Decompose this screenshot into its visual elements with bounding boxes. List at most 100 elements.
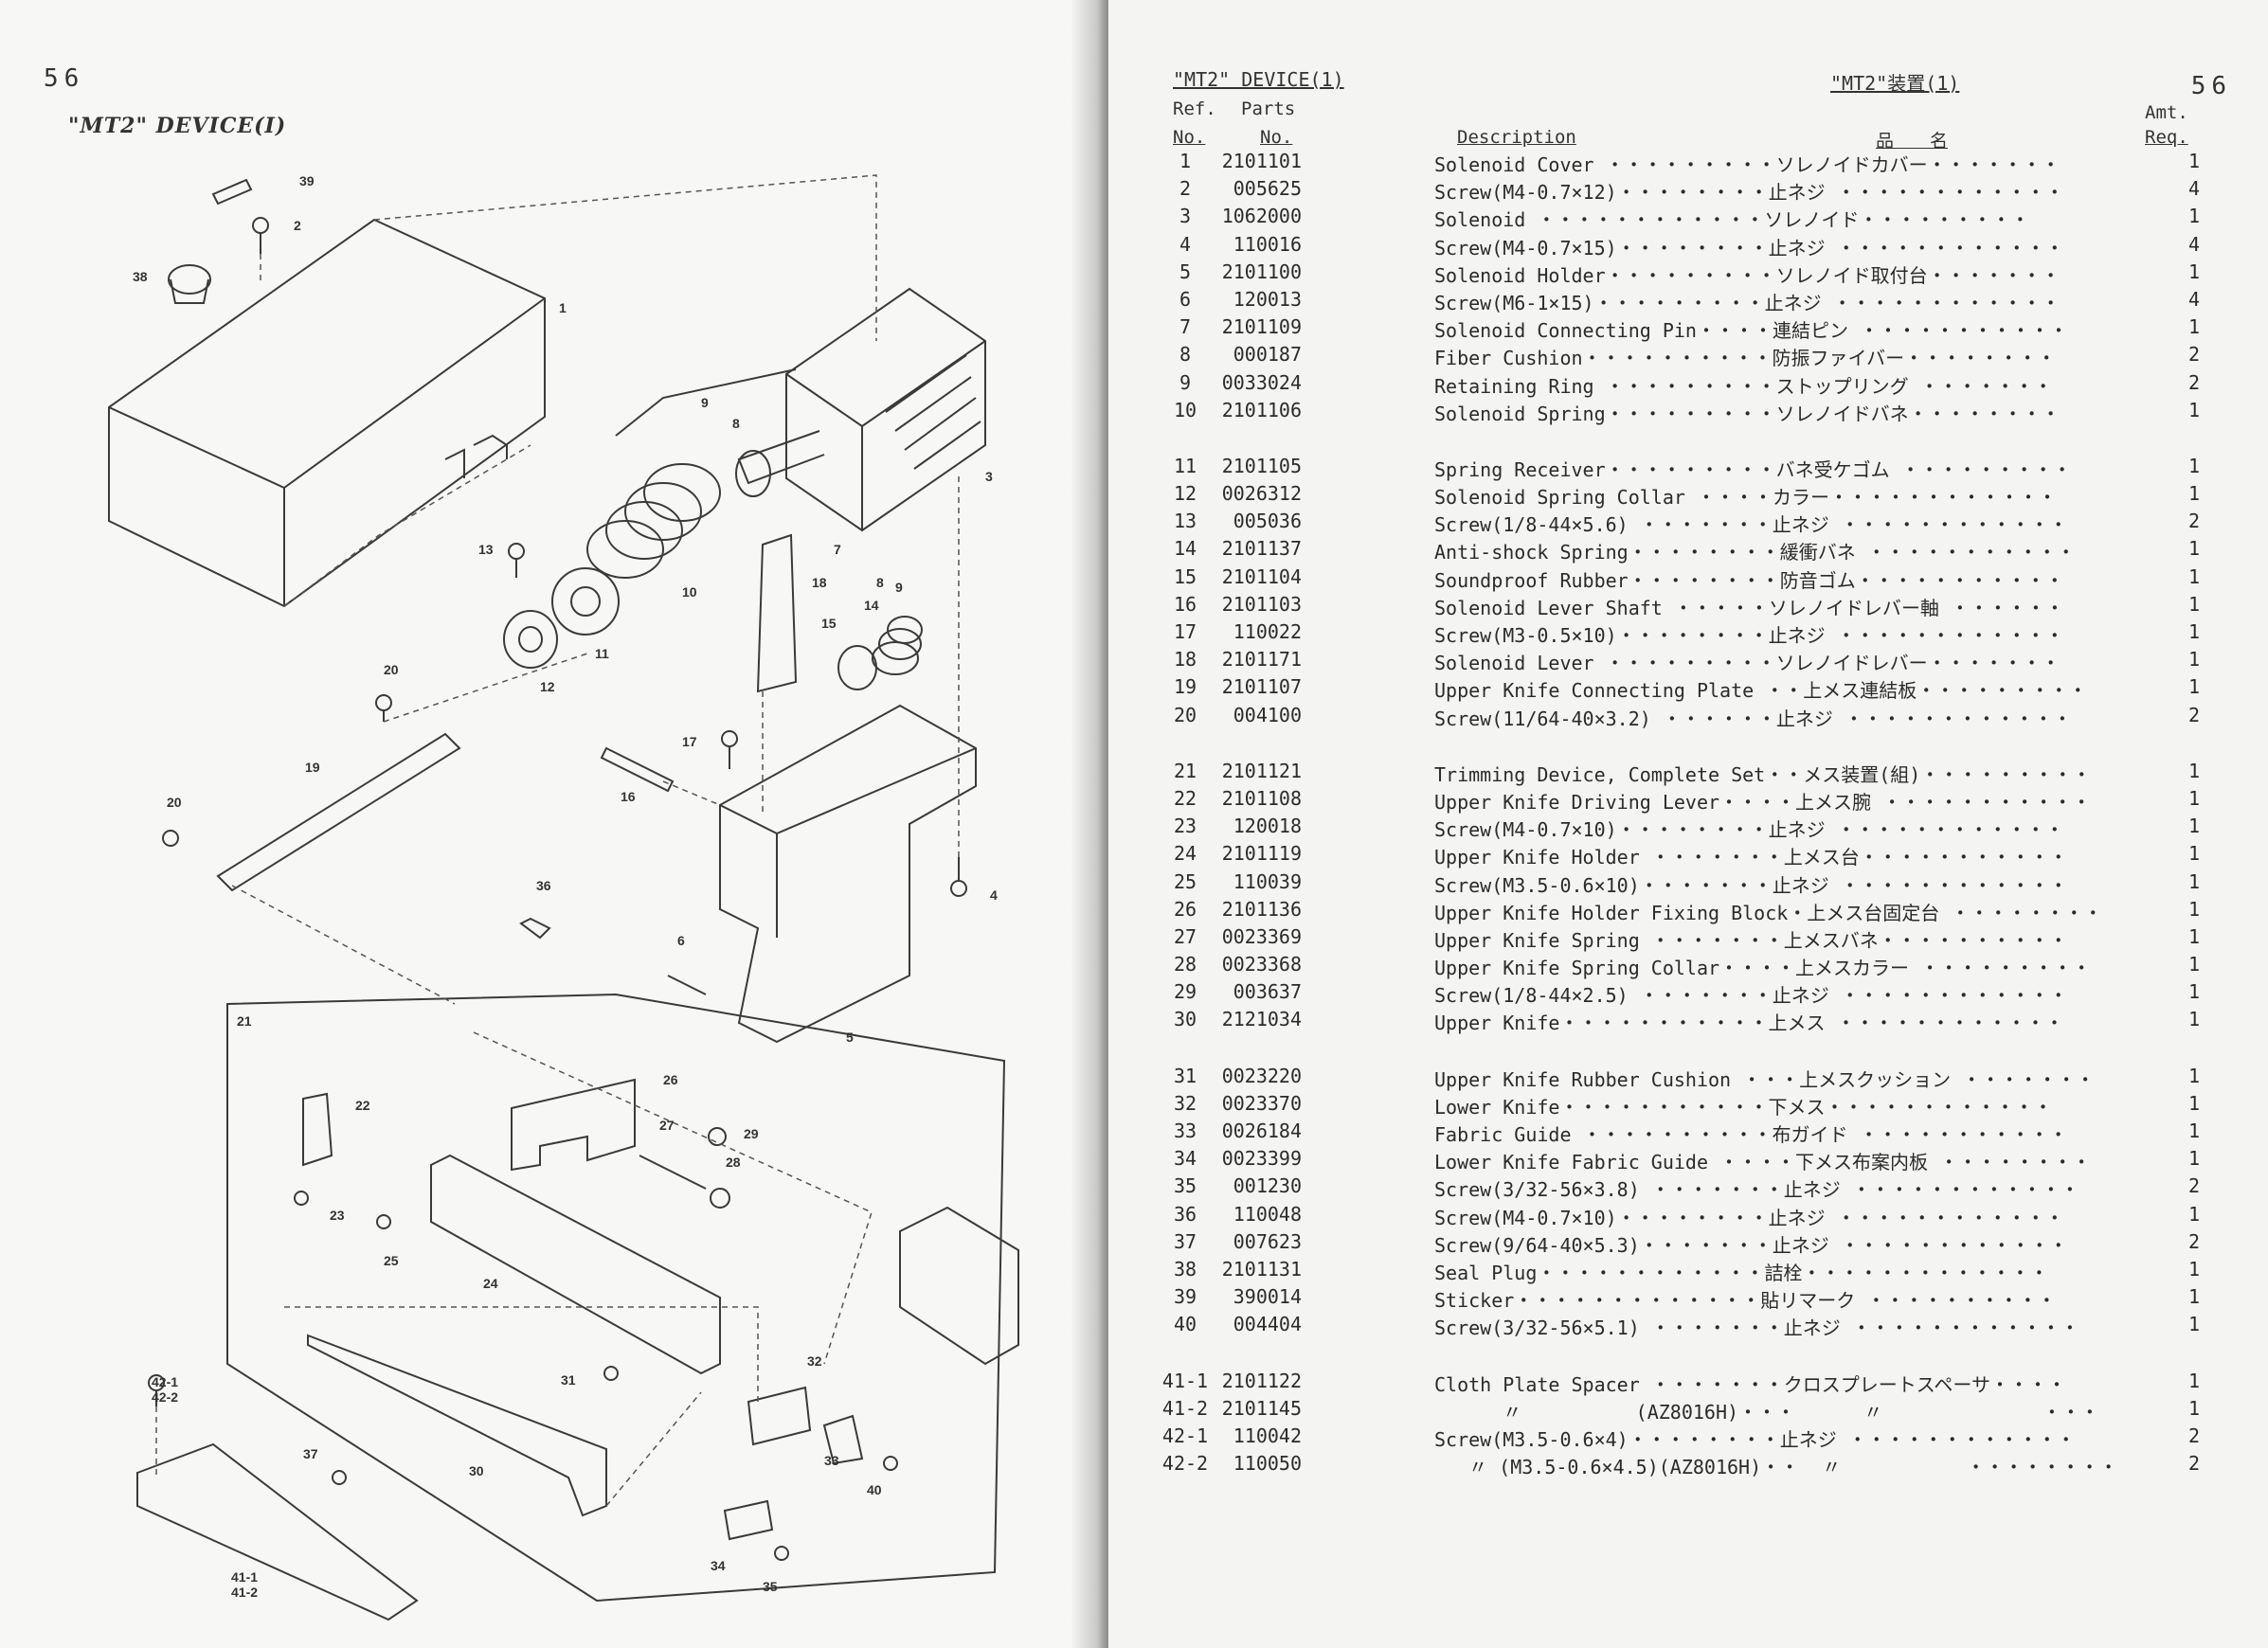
description: Screw(M4-0.7×10)・・・・・・・・止ネジ ・・・・・・・・・・・・ bbox=[1434, 818, 2064, 842]
exploded-parts-diagram: 39 2 38 1 3 9 8 7 10 13 11 12 18 14 15 8… bbox=[108, 173, 1019, 1621]
description: Screw(11/64-40×3.2) ・・・・・・止ネジ ・・・・・・・・・・… bbox=[1434, 707, 2072, 730]
amount-required: 1 bbox=[2187, 786, 2200, 810]
part-number: 2101122 bbox=[1221, 1369, 1302, 1392]
ref-number: 10 bbox=[1173, 398, 1197, 421]
part-number: 2101171 bbox=[1221, 648, 1302, 672]
description: Solenoid Holder・・・・・・・・・ソレノイド取付台・・・・・・・ bbox=[1434, 263, 2061, 287]
trimming-set-outline bbox=[226, 993, 1006, 1603]
part-number: 390014 bbox=[1233, 1285, 1302, 1309]
part-number: 2101103 bbox=[1221, 592, 1302, 616]
amount-required: 1 bbox=[2187, 537, 2200, 561]
ref-number: 36 bbox=[1173, 1202, 1197, 1226]
amount-required: 1 bbox=[2187, 1147, 2200, 1171]
table-title-jp: "MT2"装置(1) bbox=[1830, 72, 1960, 95]
callout-41-1: 41-1 bbox=[231, 1569, 258, 1585]
callout-5: 5 bbox=[846, 1030, 854, 1045]
part-number: 0023370 bbox=[1221, 1091, 1302, 1115]
description: Solenoid Lever ・・・・・・・・・ソレノイドレバー・・・・・・・ bbox=[1434, 652, 2061, 675]
callout-42-1: 42-1 bbox=[152, 1374, 178, 1389]
callout-20-b: 20 bbox=[167, 795, 182, 810]
part-number: 2101145 bbox=[1221, 1396, 1302, 1420]
amount-required: 1 bbox=[2187, 815, 2200, 838]
description: Screw(M3.5-0.6×4)・・・・・・・・止ネジ ・・・・・・・・・・・… bbox=[1434, 1427, 2076, 1451]
amount-required: 1 bbox=[2187, 869, 2200, 893]
callout-41-2: 41-2 bbox=[231, 1585, 258, 1600]
part-number: 110022 bbox=[1233, 620, 1302, 643]
header-description: Description bbox=[1457, 127, 1576, 148]
amount-required: 1 bbox=[2187, 205, 2200, 228]
callout-20: 20 bbox=[384, 662, 399, 677]
callout-21: 21 bbox=[237, 1013, 252, 1029]
cloth-plate-spacer-drawing bbox=[136, 1442, 419, 1621]
part-number: 0023220 bbox=[1221, 1064, 1302, 1087]
ref-number: 42-2 bbox=[1161, 1452, 1209, 1476]
part-number: 004100 bbox=[1233, 703, 1302, 726]
page-number-right: 56 bbox=[2190, 72, 2232, 100]
callout-7: 7 bbox=[834, 542, 841, 557]
part-number: 2101101 bbox=[1221, 150, 1302, 172]
callout-29: 29 bbox=[744, 1126, 759, 1141]
ref-number: 22 bbox=[1173, 786, 1197, 810]
amount-required: 1 bbox=[2187, 1064, 2200, 1087]
ref-number: 37 bbox=[1173, 1229, 1197, 1253]
callout-11: 11 bbox=[595, 646, 609, 661]
ref-number: 33 bbox=[1173, 1120, 1197, 1142]
amount-required: 2 bbox=[2187, 343, 2200, 367]
description: Spring Receiver・・・・・・・・・バネ受ケゴム ・・・・・・・・・ bbox=[1434, 457, 2072, 481]
description: Screw(3/32-56×5.1) ・・・・・・・止ネジ ・・・・・・・・・・… bbox=[1434, 1317, 2079, 1340]
callout-13: 13 bbox=[478, 542, 494, 557]
callout-30: 30 bbox=[469, 1463, 484, 1478]
amount-required: 1 bbox=[2187, 1120, 2200, 1142]
amount-required: 1 bbox=[2187, 648, 2200, 672]
amount-required: 1 bbox=[2187, 1091, 2200, 1115]
ref-number: 9 bbox=[1179, 370, 1192, 394]
callout-6: 6 bbox=[677, 933, 685, 948]
callout-14: 14 bbox=[864, 598, 879, 613]
callout-10: 10 bbox=[682, 584, 697, 600]
ref-number: 31 bbox=[1173, 1064, 1197, 1087]
amount-required: 1 bbox=[2187, 454, 2200, 477]
header-amt: Amt. bbox=[2145, 102, 2188, 123]
part-number: 110048 bbox=[1233, 1202, 1302, 1226]
callout-28: 28 bbox=[726, 1155, 741, 1170]
callout-24: 24 bbox=[483, 1276, 498, 1291]
ref-number: 16 bbox=[1173, 592, 1197, 616]
amount-required: 1 bbox=[2187, 897, 2200, 921]
callout-8-b: 8 bbox=[876, 575, 884, 590]
amount-required: 4 bbox=[2187, 177, 2200, 201]
callout-38: 38 bbox=[133, 269, 148, 284]
ref-number: 7 bbox=[1179, 315, 1192, 339]
description: Screw(1/8-44×5.6) ・・・・・・・止ネジ ・・・・・・・・・・・… bbox=[1434, 513, 2068, 537]
ref-number: 41-2 bbox=[1161, 1396, 1209, 1420]
solenoid-drawing bbox=[615, 287, 986, 532]
callout-15: 15 bbox=[821, 616, 837, 631]
part-number: 0026184 bbox=[1221, 1120, 1302, 1142]
part-number: 0023368 bbox=[1221, 953, 1302, 976]
callout-4: 4 bbox=[990, 887, 998, 903]
callout-40: 40 bbox=[867, 1482, 882, 1497]
callout-33: 33 bbox=[824, 1453, 839, 1468]
description: Trimming Device, Complete Set・・メス装置(組)・・… bbox=[1434, 762, 2092, 786]
amount-required: 1 bbox=[2187, 482, 2200, 506]
callout-35: 35 bbox=[763, 1579, 778, 1594]
ref-number: 29 bbox=[1173, 980, 1197, 1004]
part-number: 2101136 bbox=[1221, 897, 1302, 921]
